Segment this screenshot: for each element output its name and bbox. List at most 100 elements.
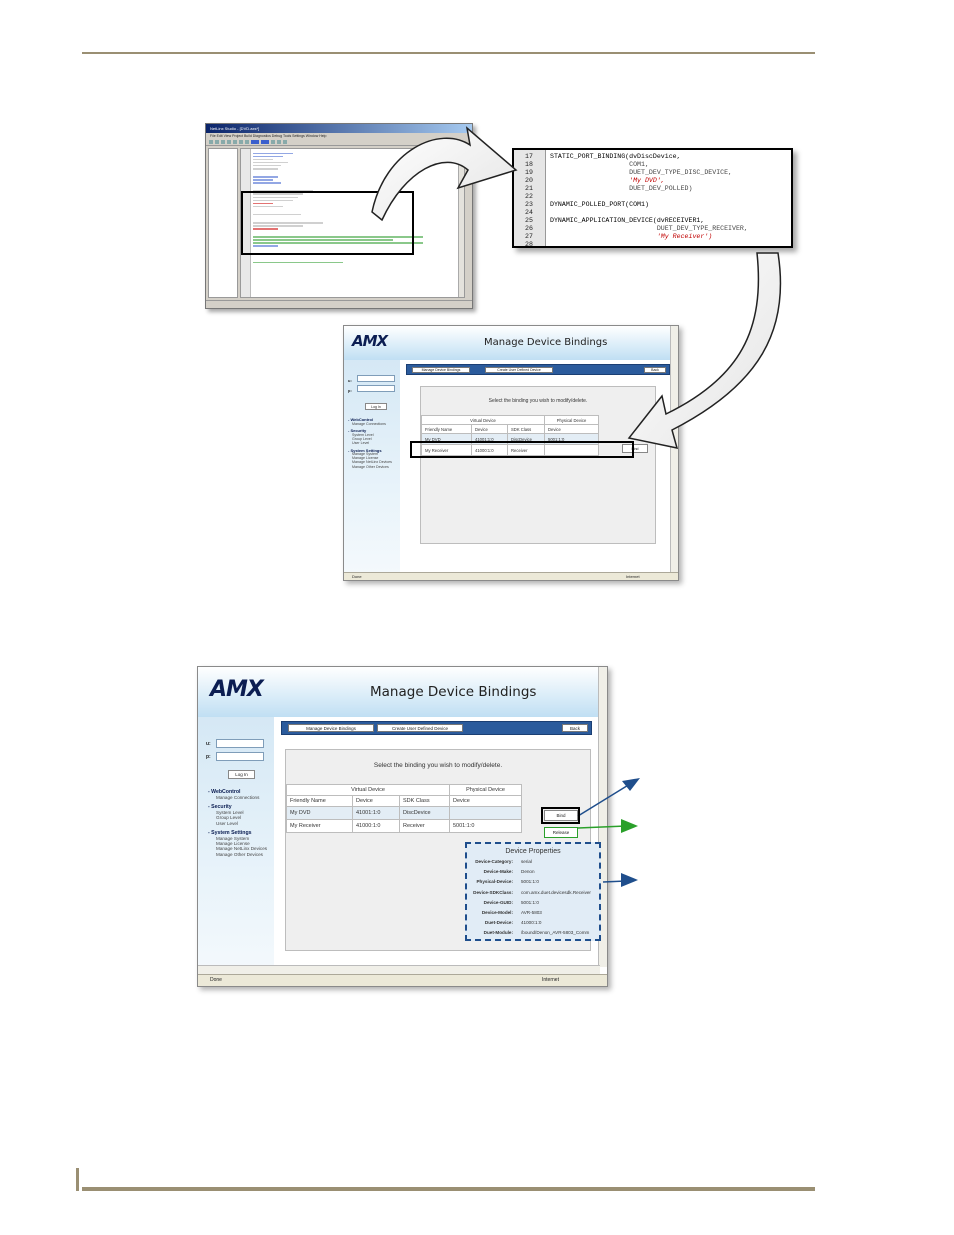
binding-prompt: Select the binding you wish to modify/de… [373, 762, 503, 769]
tab-manage-device-bindings[interactable]: Manage Device Bindings [412, 367, 470, 373]
binding-cell: 5001:1:0 [449, 819, 522, 833]
ide-code-line [253, 199, 293, 202]
code-line-number: 18 [525, 161, 533, 168]
user-input[interactable] [216, 739, 264, 748]
release-callout-arrow [577, 825, 627, 829]
code-line-number: 24 [525, 209, 533, 216]
nav-group[interactable]: - WebControl [208, 789, 241, 795]
code-line-number: 25 [525, 217, 533, 224]
code-line-number: 23 [525, 201, 533, 208]
page-header-rule [82, 52, 815, 54]
ide-vertical-scrollbar [458, 149, 464, 297]
tab-manage-device-bindings[interactable]: Manage Device Bindings [288, 724, 374, 732]
binding-prompt: Select the binding you wish to modify/de… [488, 398, 588, 404]
nav-item[interactable]: Group Level [352, 436, 372, 441]
login-button[interactable]: Log In [365, 403, 387, 410]
ide-code-line [253, 205, 283, 208]
code-line: 18 COM1, [514, 161, 791, 169]
vertical-scrollbar[interactable] [670, 326, 678, 574]
nav-item[interactable]: Manage NetLinx Devices [216, 846, 268, 852]
bind-button[interactable]: Bind [544, 810, 578, 821]
code-line-number: 28 [525, 241, 533, 248]
user-label: u: [348, 378, 352, 383]
netlinx-studio-window: NetLinx Studio - [DVD.axs*] File Edit Vi… [205, 123, 473, 309]
status-bar: Done Internet [344, 572, 678, 580]
password-label: p: [348, 388, 352, 393]
nav-item[interactable]: User Level [352, 441, 370, 445]
password-input[interactable] [216, 752, 264, 761]
nav-group[interactable]: - Security [348, 428, 367, 434]
device-properties-popup: Device Properties Device-Category:serial… [465, 842, 601, 941]
ide-code-line [253, 155, 283, 158]
page-heading: Manage Device Bindings [370, 684, 537, 700]
ide-code-editor [240, 148, 465, 298]
nav-group[interactable]: - System Settings [348, 447, 382, 453]
nav-item[interactable]: Manage Other Devices [352, 464, 389, 469]
nav-item[interactable]: Group Level [216, 815, 242, 821]
code-line: 27 'My Receiver') [514, 233, 791, 241]
nav-item[interactable]: Manage Other Devices [216, 851, 263, 857]
tab-create-user-defined-device[interactable]: Create User Defined Device [485, 367, 553, 373]
property-value: serial [521, 859, 532, 864]
page-heading: Manage Device Bindings [484, 337, 608, 348]
code-line-text: DUET_DEV_TYPE_RECEIVER, [550, 225, 748, 232]
ide-code-lines [253, 151, 462, 264]
binding-cell [544, 444, 599, 456]
code-line: 19 DUET_DEV_TYPE_DISC_DEVICE, [514, 169, 791, 177]
release-button[interactable]: Release [544, 827, 578, 838]
ide-line-gutter [241, 149, 251, 297]
back-button[interactable]: Back [562, 724, 588, 732]
nav-item[interactable]: Manage System [216, 835, 250, 841]
ide-code-line [253, 182, 281, 184]
ide-code-line [253, 236, 423, 238]
code-line-number: 17 [525, 153, 533, 160]
code-line: 22 [514, 193, 791, 201]
tab-create-user-defined-device[interactable]: Create User Defined Device [377, 724, 463, 732]
code-line: 24 [514, 209, 791, 217]
bind-button[interactable]: Bind [622, 444, 648, 453]
nav-item[interactable]: Manage NetLinx Devices [352, 460, 392, 465]
nav-item[interactable]: Manage System [352, 452, 378, 457]
ide-menu-bar: File Edit View Project Build Diagnostics… [210, 134, 327, 138]
page-footer-rule [82, 1187, 815, 1191]
ide-code-line [253, 228, 278, 230]
nav-item[interactable]: System Level [352, 432, 374, 437]
user-input[interactable] [357, 375, 395, 382]
back-button[interactable]: Back [644, 367, 666, 373]
ide-code-line [253, 161, 288, 164]
nav-group[interactable]: - System Settings [208, 829, 252, 836]
login-button[interactable]: Log In [228, 770, 255, 779]
horizontal-scrollbar[interactable] [198, 965, 600, 974]
nav-item[interactable]: Manage License [216, 840, 250, 846]
vertical-scrollbar[interactable] [598, 667, 607, 967]
property-value: 5001:1:0 [521, 879, 539, 885]
password-input[interactable] [357, 385, 395, 392]
ide-code-line [253, 261, 343, 264]
property-key: Device-Category: [475, 859, 513, 864]
nav-group[interactable]: - WebControl [348, 417, 374, 422]
ide-code-line [253, 152, 293, 155]
code-line-number: 20 [525, 177, 533, 184]
nav-item[interactable]: Manage Connections [352, 421, 386, 426]
status-done: Done [352, 574, 362, 579]
main-content: Manage Device Bindings Create User Defin… [400, 360, 672, 574]
ide-code-line [253, 193, 303, 195]
code-line-number: 27 [525, 233, 533, 240]
code-line-number: 22 [525, 193, 533, 200]
code-line: 26 DUET_DEV_TYPE_RECEIVER, [514, 225, 791, 233]
nav-item[interactable]: Manage License [352, 456, 379, 461]
code-line: 20 'My DVD', [514, 177, 791, 185]
property-value: com.amx.duet.devicesdk.Receiver [521, 889, 591, 895]
nav-item[interactable]: User Level [216, 820, 238, 826]
nav-group[interactable]: - Security [208, 804, 232, 811]
property-row: Device-SDKClass:com.amx.duet.devicesdk.R… [467, 888, 599, 898]
user-label: u: [206, 741, 211, 747]
nav-item[interactable]: System Level [216, 809, 244, 815]
nav-item[interactable]: Manage Connections [216, 794, 260, 800]
